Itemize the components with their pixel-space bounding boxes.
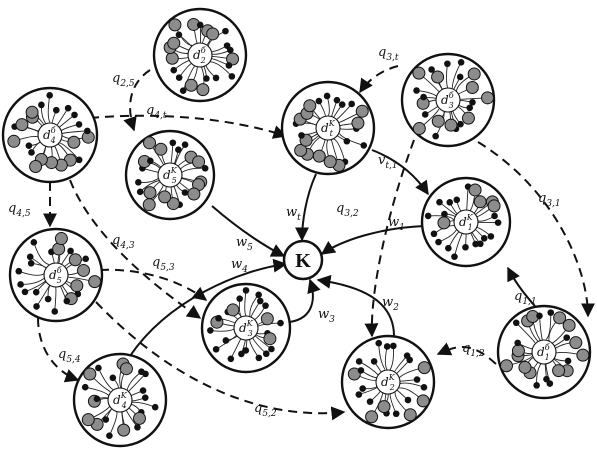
node-dots — [81, 357, 159, 439]
dashed-edge-7 — [477, 141, 595, 318]
node-dots — [292, 92, 369, 172]
solid-edge-17 — [316, 274, 395, 337]
label-q43: q4,3 — [112, 233, 135, 251]
label-vt1: vt,1 — [378, 153, 398, 171]
label-wt: wt — [286, 205, 301, 223]
label-w2: w2 — [382, 295, 399, 313]
node-dots — [424, 183, 502, 261]
label-q4t: q4,t — [146, 103, 167, 121]
node-dots — [163, 17, 240, 97]
dashed-edge-1 — [89, 114, 288, 139]
solid-edge-14 — [211, 205, 286, 257]
label-w3: w3 — [318, 307, 335, 325]
node-dots — [412, 59, 495, 140]
label-q25: q2,5 — [112, 71, 135, 89]
center-node-k: K — [282, 239, 324, 281]
dashed-edge-4 — [69, 179, 202, 319]
edge-labels-layer: q2,5 q4,t q3,t q4,5 q4,3 q5,3 q3,2 q3,1 … — [8, 45, 561, 419]
dashed-edge-6 — [364, 139, 415, 338]
node-dots — [7, 92, 95, 174]
dashed-edge-5 — [99, 268, 208, 301]
dashed-edge-0 — [123, 69, 151, 132]
label-w1: w1 — [388, 215, 405, 233]
solid-edge-12 — [295, 173, 317, 242]
label-q45: q4,5 — [8, 201, 31, 219]
label-w5: w5 — [236, 235, 253, 253]
solid-edge-13 — [320, 225, 425, 255]
label-w4: w4 — [231, 257, 248, 275]
label-q11: q1,1 — [514, 289, 537, 307]
node-dots — [500, 309, 590, 389]
label-q54: q5,4 — [58, 347, 81, 365]
dashed-edge-8 — [436, 342, 497, 365]
label-q12: q1,2 — [462, 341, 485, 359]
center-label: K — [295, 250, 311, 272]
node-dots — [207, 287, 284, 363]
dashed-edge-10 — [95, 301, 346, 421]
dashed-edge-2 — [359, 65, 399, 94]
label-q31: q3,1 — [538, 191, 561, 209]
solid-edge-11 — [371, 149, 429, 196]
label-q52: q5,2 — [254, 401, 277, 419]
label-q3t: q3,t — [378, 45, 399, 63]
label-q32: q3,2 — [336, 201, 359, 219]
label-q53: q5,3 — [152, 255, 175, 273]
node-dots — [15, 232, 102, 315]
solid-edge-15 — [129, 258, 288, 357]
solid-edge-16 — [289, 278, 321, 323]
node-dots — [347, 339, 431, 424]
node-dots — [135, 136, 209, 212]
